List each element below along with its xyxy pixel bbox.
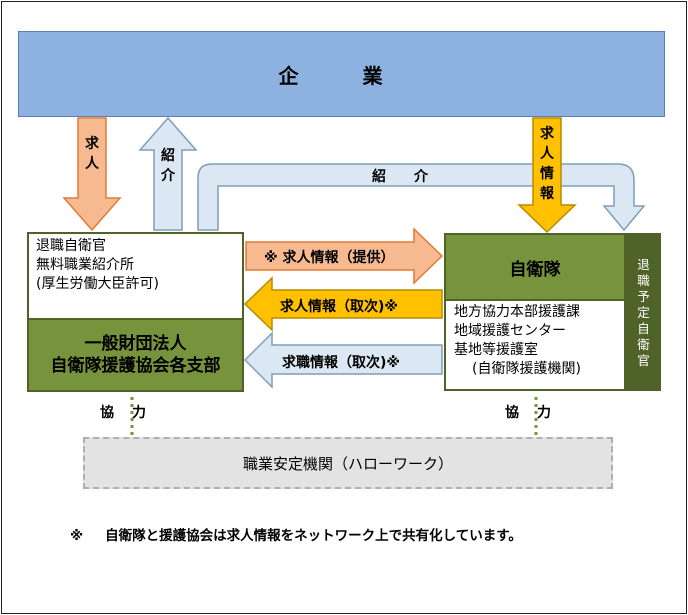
sdf-support-units: 地方協力本部援護課 地域援護センター 基地等援護室 (自衛隊援護機関)	[446, 301, 624, 389]
footnote-text: 自衛隊と援護協会は求人情報をネットワーク上で共有化しています。	[105, 528, 522, 544]
retiring-personnel-box: 退職予定自衛官	[626, 233, 661, 391]
shokai-up-arrow	[138, 116, 198, 231]
sdf-title-area: 自衛隊	[446, 235, 624, 301]
footnote-mark: ※	[70, 528, 84, 544]
coop-right-label: 協 力	[505, 405, 553, 421]
left-organization-box: 退職自衛官 無料職業紹介所 (厚生労働大臣許可) 一般財団法人 自衛隊援護協会各…	[27, 232, 244, 392]
torisugi-job-left-arrow	[243, 276, 443, 332]
torisugi-job-label: 求人情報（取次)※	[280, 299, 399, 315]
left-top-line: 無料職業紹介所	[36, 257, 134, 273]
left-top-line: (厚生労働大臣許可)	[36, 276, 159, 292]
shokai-up-label: 紹介	[161, 148, 175, 184]
support-association-branch: 一般財団法人 自衛隊援護協会各支部	[29, 318, 242, 390]
torisugi-seek-label: 求職情報（取次)※	[282, 355, 401, 371]
company-box: 企 業	[18, 31, 665, 117]
left-bottom-line: 自衛隊援護協会各支部	[50, 356, 221, 376]
shokai-route-label: 紹 介	[372, 169, 428, 185]
footnote: ※ 自衛隊と援護協会は求人情報をネットワーク上で共有化しています。	[70, 524, 522, 544]
sdf-box: 自衛隊 地方協力本部援護課 地域援護センター 基地等援護室 (自衛隊援護機関)	[444, 233, 626, 391]
retired-placement-office: 退職自衛官 無料職業紹介所 (厚生労働大臣許可)	[29, 234, 242, 326]
hellowork-box: 職業安定機関（ハローワーク）	[83, 437, 613, 489]
provide-label: ※ 求人情報（提供）	[264, 250, 395, 266]
kyujin-down-arrow	[62, 117, 122, 232]
coop-left-label: 協 力	[100, 405, 148, 421]
provide-right-arrow	[245, 227, 444, 285]
sdf-line: (自衛隊援護機関)	[472, 361, 581, 377]
kyujin-down-label: 求人	[85, 136, 99, 172]
sdf-line: 地域援護センター	[454, 323, 566, 339]
torisugi-seek-left-arrow	[243, 331, 443, 389]
left-bottom-line: 一般財団法人	[84, 334, 187, 354]
hellowork-label: 職業安定機関（ハローワーク）	[242, 454, 453, 473]
company-label: 企 業	[278, 63, 405, 88]
kyujin-info-down-arrow	[517, 117, 577, 234]
sdf-title: 自衛隊	[509, 259, 561, 280]
left-top-line: 退職自衛官	[36, 238, 106, 254]
sdf-line: 地方協力本部援護課	[454, 304, 580, 320]
retiring-personnel-label: 退職予定自衛官	[637, 257, 650, 368]
sdf-line: 基地等援護室	[454, 342, 538, 358]
kyujin-info-down-label: 求人情報	[540, 126, 554, 202]
